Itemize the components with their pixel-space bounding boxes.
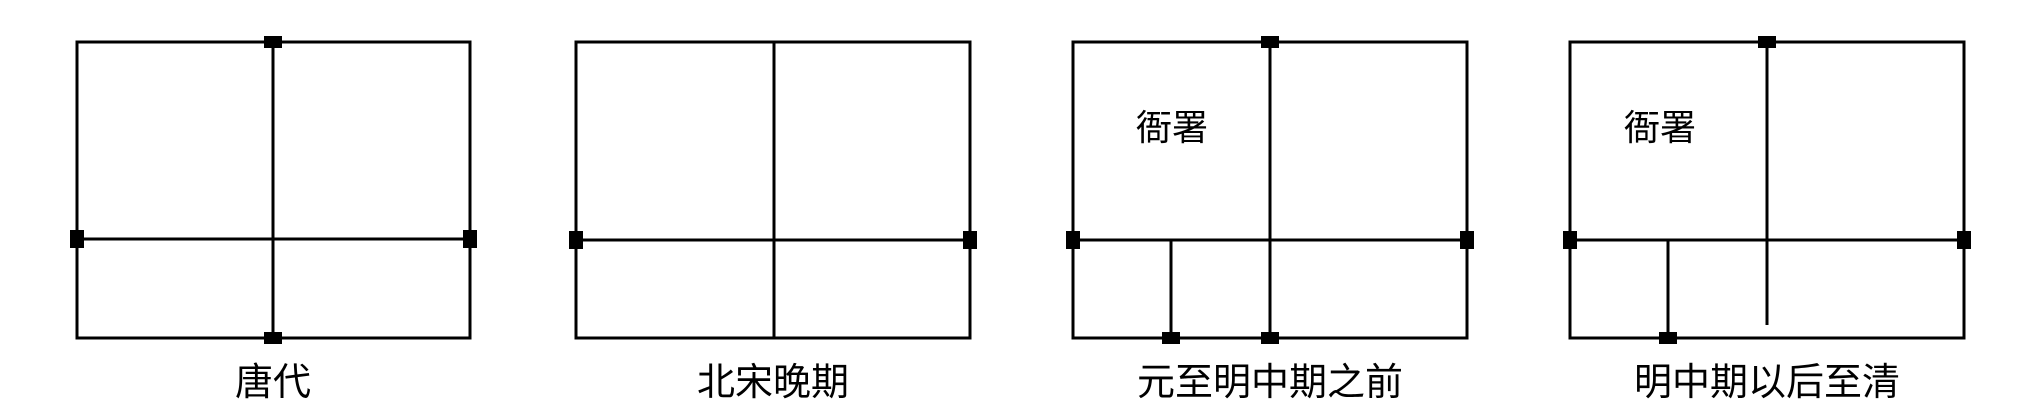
gate-marker-south <box>264 332 282 344</box>
yamen-label: 衙署 <box>1136 108 1208 149</box>
gate-marker-north <box>1758 36 1776 48</box>
panel-label-late-northern-song: 北宋晚期 <box>697 360 849 404</box>
panel-tang: 唐代 <box>70 36 477 404</box>
gate-marker-south <box>1261 332 1279 344</box>
panel-yuan-to-mid-ming: 衙署 元至明中期之前 <box>1066 36 1474 404</box>
panel-mid-ming-to-qing: 衙署 明中期以后至清 <box>1563 36 1971 404</box>
gate-marker-east <box>463 230 477 248</box>
gate-marker-west <box>1066 231 1080 249</box>
gate-marker-west <box>1563 231 1577 249</box>
gate-marker-north <box>264 36 282 48</box>
gate-marker-north <box>1261 36 1279 48</box>
gate-marker-west <box>569 231 583 249</box>
gate-marker-east <box>1957 231 1971 249</box>
gate-marker-east <box>1460 231 1474 249</box>
panel-late-northern-song: 北宋晚期 <box>569 40 977 404</box>
gate-marker-south-side <box>1162 332 1180 344</box>
panel-label-yuan-to-mid-ming: 元至明中期之前 <box>1137 360 1403 404</box>
gate-marker-west <box>70 230 84 248</box>
panel-label-mid-ming-to-qing: 明中期以后至清 <box>1634 360 1900 404</box>
gate-marker-south-side <box>1659 332 1677 344</box>
gate-marker-east <box>963 231 977 249</box>
panel-label-tang: 唐代 <box>235 360 311 404</box>
yamen-label: 衙署 <box>1624 108 1696 149</box>
